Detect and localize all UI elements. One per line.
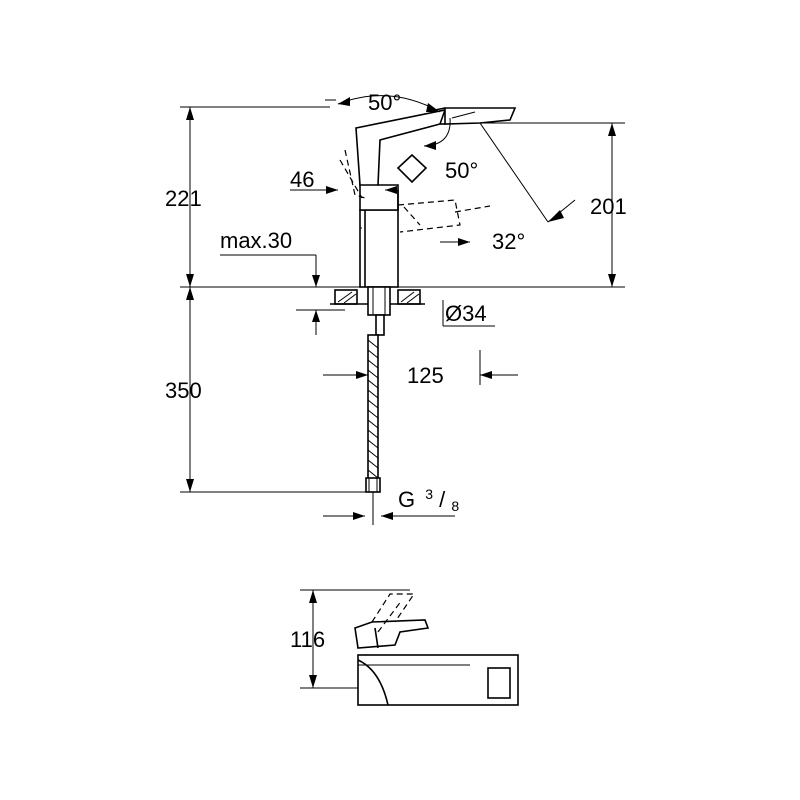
dim-hole-diameter-label: Ø34 bbox=[445, 301, 487, 326]
dim-total-height-label: 221 bbox=[165, 186, 202, 211]
dim-lever-angle-side-label: 50° bbox=[445, 158, 478, 183]
dim-deck-thickness-label: max.30 bbox=[220, 228, 292, 253]
dim-plan-height bbox=[300, 589, 410, 689]
dim-hose-length-label: 350 bbox=[165, 378, 202, 403]
dim-thread-label: G 3 / 8 bbox=[398, 479, 459, 514]
lever-alt-positions bbox=[339, 149, 491, 233]
dim-hose-length bbox=[180, 287, 366, 493]
dim-spout-angle bbox=[440, 122, 576, 246]
dim-lever-offset bbox=[290, 186, 397, 194]
deck-mount-section bbox=[330, 286, 425, 336]
dim-plan-height-label: 116 bbox=[290, 627, 325, 652]
dim-thread-num: 3 bbox=[425, 486, 433, 502]
plan-view bbox=[354, 593, 519, 706]
dim-spout-reach bbox=[323, 350, 518, 385]
dim-deck-thickness bbox=[220, 254, 345, 335]
dim-total-height bbox=[180, 106, 330, 287]
dim-spout-height bbox=[480, 122, 625, 287]
dim-thread-den: 8 bbox=[451, 498, 459, 514]
dim-thread bbox=[323, 512, 455, 520]
faucet-body bbox=[355, 107, 517, 288]
dim-lever-angle-top bbox=[325, 95, 441, 113]
dim-lever-angle-top-label: 50° bbox=[368, 90, 401, 115]
dim-spout-reach-label: 125 bbox=[407, 363, 444, 388]
dim-lever-offset-label: 46 bbox=[290, 167, 314, 192]
dim-hole-diameter bbox=[442, 300, 495, 327]
dim-spout-angle-label: 32° bbox=[492, 229, 525, 254]
dim-lever-angle-side bbox=[423, 111, 476, 150]
dim-spout-height-label: 201 bbox=[590, 194, 627, 219]
dim-thread-prefix: G bbox=[398, 487, 415, 512]
supply-hose bbox=[365, 334, 381, 525]
